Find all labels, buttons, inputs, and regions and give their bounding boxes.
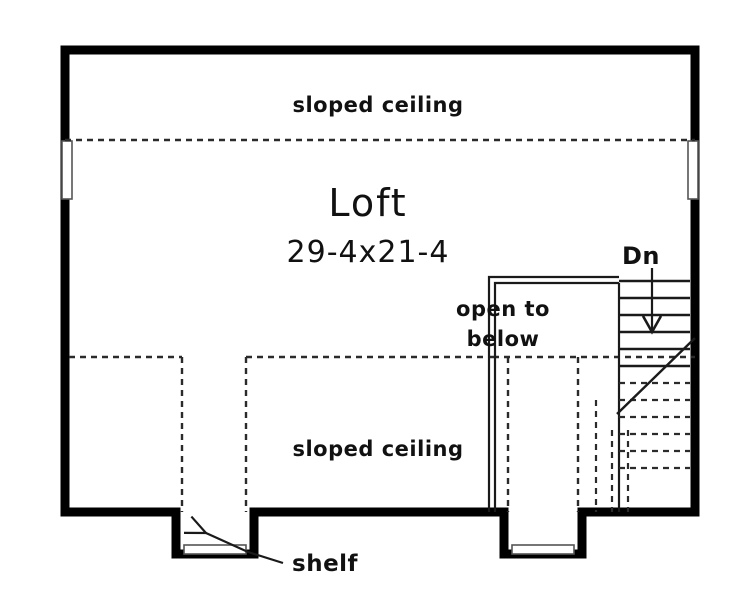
open-to-below-outer-edge — [487, 275, 619, 512]
shelf-leader-stroke — [205, 531, 284, 565]
right-dormer-window — [511, 544, 575, 555]
shelf-leader-arrowhead — [183, 515, 209, 535]
right-wall-window — [687, 140, 699, 200]
left-wall-window — [61, 140, 73, 200]
sloped-ceiling-top-label: sloped ceiling — [292, 93, 463, 117]
shelf-label: shelf — [292, 551, 359, 577]
stair-arrow-head — [641, 315, 663, 335]
stair-break-line — [616, 337, 696, 415]
sloped-ceiling-bottom-label: sloped ceiling — [292, 437, 463, 461]
open-to-below-label-line1: open to — [456, 297, 550, 321]
room-dimensions-label: 29-4x21-4 — [287, 235, 450, 270]
open-to-below-label-line2: below — [467, 327, 540, 351]
stair-direction-label: Dn — [622, 242, 660, 270]
staircase — [616, 268, 696, 470]
open-to-below-opening — [487, 275, 621, 512]
room-name-label: Loft — [328, 181, 407, 225]
left-dormer-window — [183, 544, 247, 555]
open-to-below-inner-edge — [493, 281, 619, 512]
shelf-leader-line — [183, 515, 284, 565]
sloped-ceiling-dashed-lines — [65, 138, 695, 512]
exterior-walls — [60, 45, 700, 559]
